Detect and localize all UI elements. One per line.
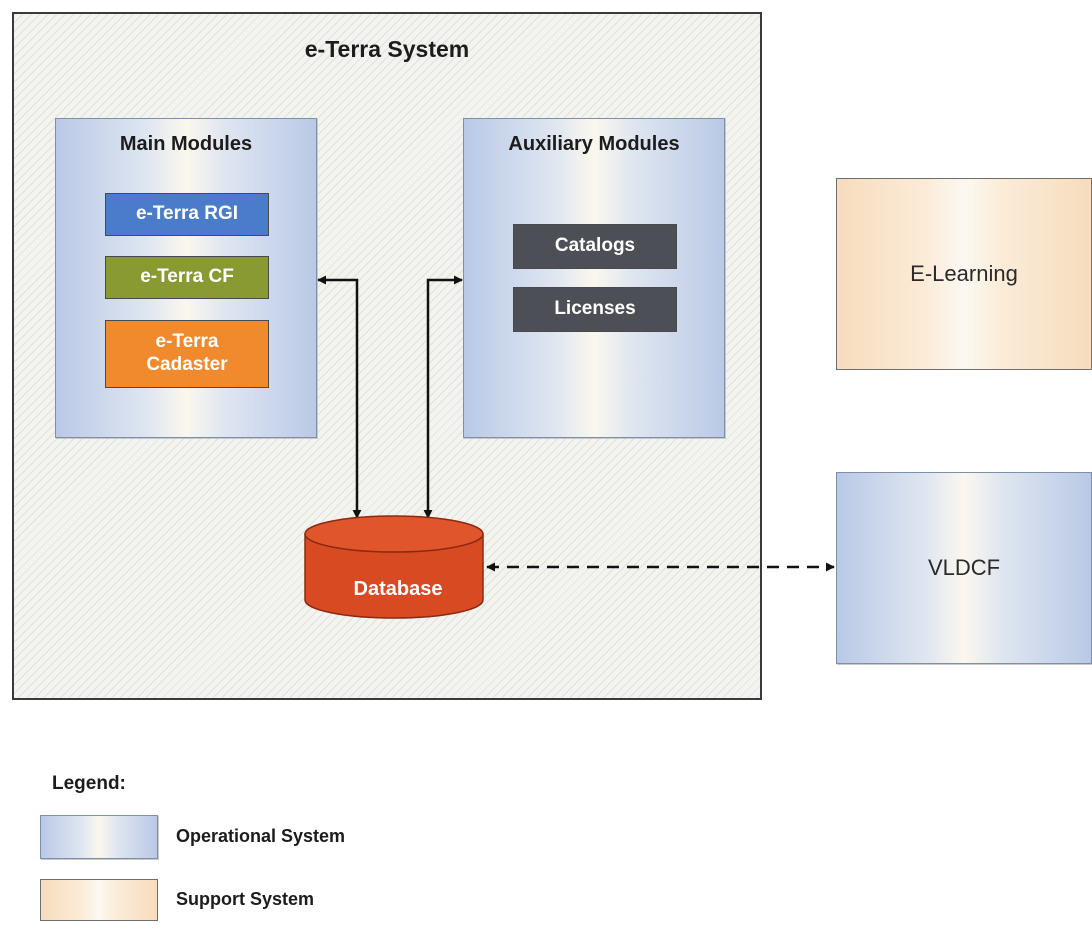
auxiliary-modules-panel: Auxiliary Modules	[463, 118, 725, 438]
e-learning-box[interactable]: E-Learning	[836, 178, 1092, 370]
main-modules-title: Main Modules	[119, 133, 253, 155]
auxiliary-modules-title: Auxiliary Modules	[508, 133, 680, 155]
auxiliary-modules-database-connector	[423, 275, 463, 519]
legend-title: Legend:	[52, 773, 126, 794]
module-label: e-Terra RGI	[135, 203, 239, 225]
module-catalogs[interactable]: Catalogs	[513, 224, 677, 269]
vldcf-box[interactable]: VLDCF	[836, 472, 1092, 664]
legend-swatch-support	[40, 879, 158, 921]
module-e-terra-rgi[interactable]: e-Terra RGI	[105, 193, 269, 236]
vldcf-label: VLDCF	[927, 555, 1001, 580]
system-title: e-Terra System	[304, 36, 470, 62]
legend-label-support: Support System	[176, 889, 315, 909]
module-e-terra-cadaster[interactable]: e-Terra Cadaster	[105, 320, 269, 388]
module-e-terra-cf[interactable]: e-Terra CF	[105, 256, 269, 299]
database-icon[interactable]: Database	[304, 515, 484, 619]
module-label-line2: Cadaster	[146, 354, 228, 375]
legend-swatch-operational	[40, 815, 158, 859]
legend-label-operational: Operational System	[176, 826, 346, 846]
module-label: Catalogs	[554, 235, 636, 257]
module-licenses[interactable]: Licenses	[513, 287, 677, 332]
database-label: Database	[354, 578, 443, 600]
main-modules-database-connector	[317, 275, 362, 519]
module-label-line1: e-Terra	[155, 331, 219, 353]
module-label: Licenses	[554, 298, 636, 320]
module-label: e-Terra CF	[140, 266, 234, 288]
e-learning-label: E-Learning	[910, 261, 1018, 286]
